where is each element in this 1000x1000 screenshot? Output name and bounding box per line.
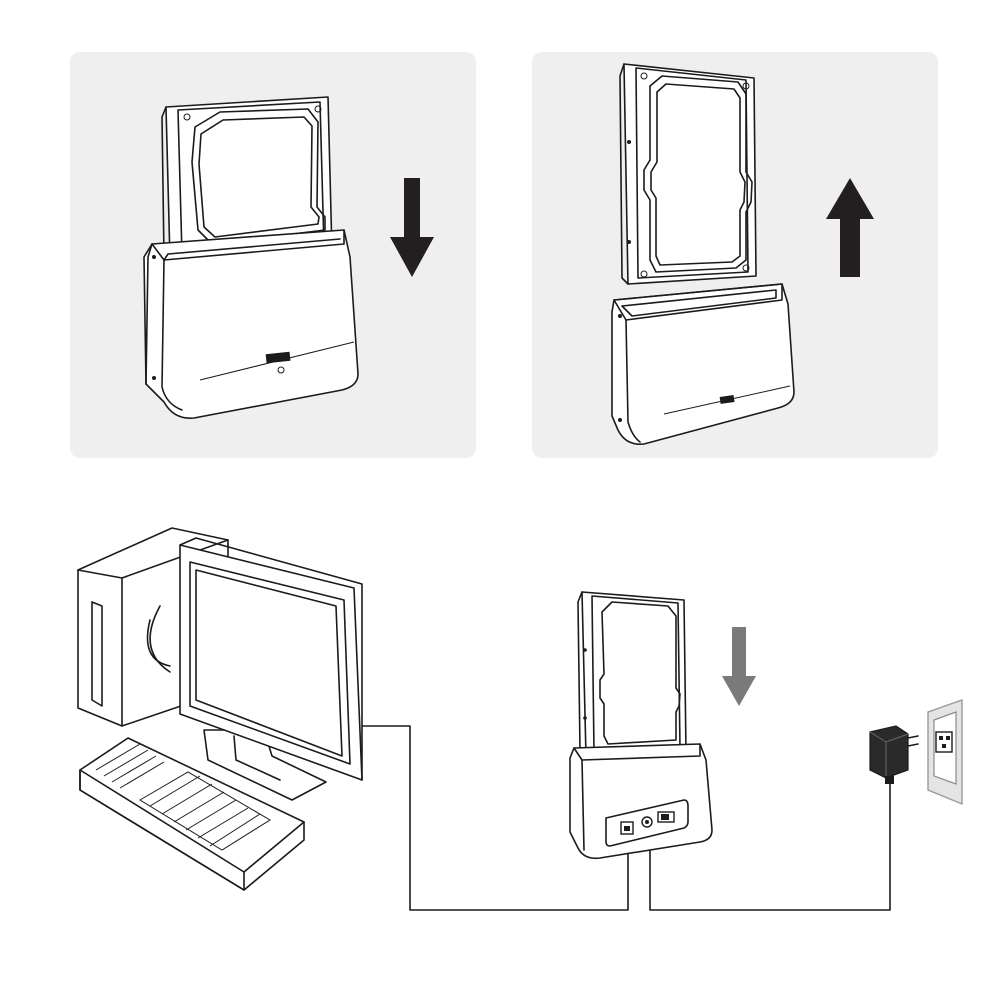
hard-drive-icon <box>577 591 687 757</box>
keyboard-icon <box>79 737 305 891</box>
step-remove-panel <box>532 52 938 458</box>
step-insert-panel <box>70 52 476 458</box>
docking-station-icon <box>569 743 713 860</box>
hard-drive-icon <box>619 63 757 285</box>
insert-illustration <box>143 96 434 419</box>
wall-outlet-icon <box>927 699 963 806</box>
docking-station-icon <box>143 229 359 419</box>
arrow-down-icon <box>722 627 756 706</box>
monitor-icon <box>179 537 363 801</box>
arrow-up-icon <box>826 178 874 277</box>
arrow-down-icon <box>390 178 434 277</box>
remove-illustration <box>611 63 874 446</box>
power-cable-icon <box>649 779 891 911</box>
usb-cable-icon <box>361 725 629 911</box>
power-adapter-icon <box>869 725 919 784</box>
docking-station-icon <box>611 283 795 446</box>
computer-tower-icon <box>77 527 229 727</box>
